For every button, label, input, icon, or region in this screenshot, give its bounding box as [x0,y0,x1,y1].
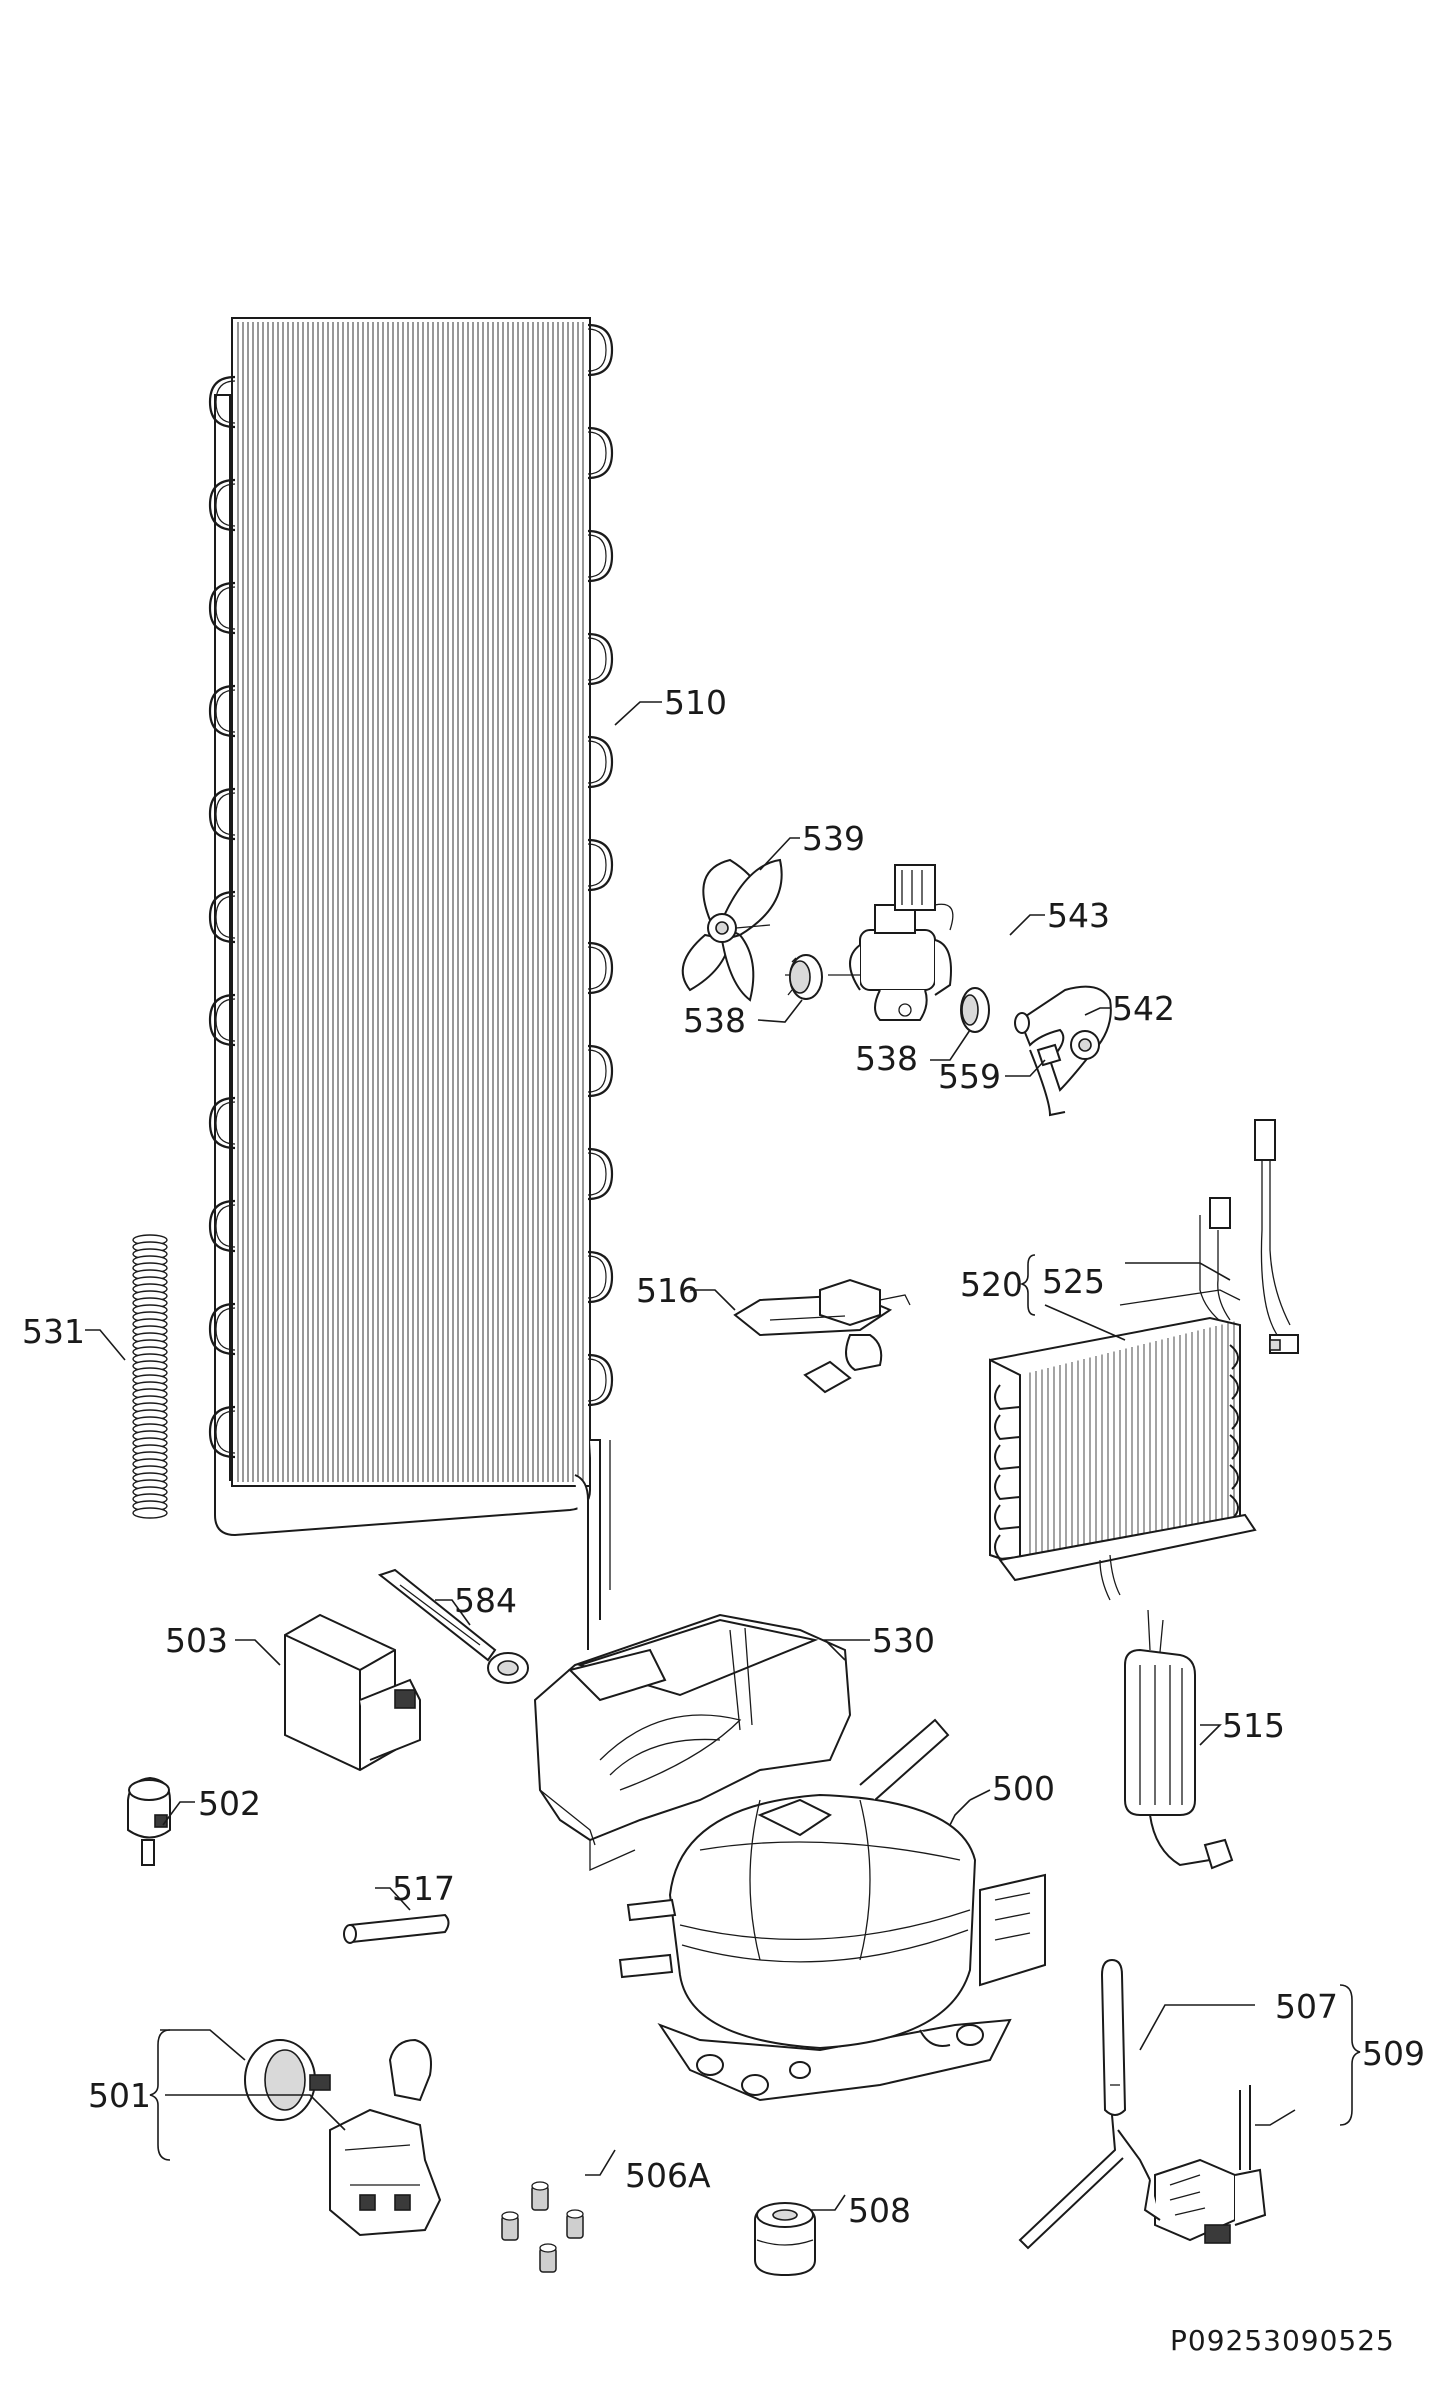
solenoid-valve-509 [1143,2085,1267,2244]
label-506a: 506A [625,2156,711,2195]
label-516: 516 [636,1271,699,1310]
label-507: 507 [1275,1987,1338,2026]
clip-559 [1036,1043,1062,1067]
label-501: 501 [88,2076,151,2115]
spring-hose-531 [132,1234,168,1519]
diagram-code: P09253090525 [1170,2324,1395,2357]
label-530: 530 [872,1621,935,1660]
relay-cover-503 [284,1613,421,1772]
evaporator-520 [989,1289,1257,1601]
label-542: 542 [1112,989,1175,1028]
leader-lines [85,701,1296,2211]
connector-tube-517 [343,1913,450,1944]
label-538-right: 538 [855,1039,918,1078]
label-502: 502 [198,1784,261,1823]
drain-tool-584 [377,1568,529,1684]
nut-538-left [785,954,823,1000]
label-515: 515 [1222,1706,1285,1745]
wiring-harness [1199,1119,1299,1354]
label-503: 503 [165,1621,228,1660]
grommet-508 [754,2202,816,2277]
filter-drier-507 [1018,1958,1151,2250]
condenser-510 [208,317,614,1650]
label-520: 520 [960,1265,1023,1304]
relay-502 [127,1776,171,1866]
label-539: 539 [802,819,865,858]
label-538-left: 538 [683,1001,746,1040]
defrost-heater-515 [1124,1609,1234,1870]
compressor-500 [618,1718,1046,2102]
starter-relay-501 [244,2038,442,2237]
label-510: 510 [664,683,727,722]
label-500: 500 [992,1769,1055,1808]
label-509: 509 [1362,2034,1425,2073]
sensor-holder-516 [733,1278,911,1394]
drip-tray-530 [533,1613,852,1872]
nut-538-right [960,987,990,1033]
label-559: 559 [938,1057,1001,1096]
label-584: 584 [454,1581,517,1620]
fan-blade-539 [681,858,783,1002]
label-531: 531 [22,1312,85,1351]
group-braces [149,1254,1361,2161]
fan-motor-543 [828,864,954,1021]
bracket-542 [1014,985,1112,1117]
label-508: 508 [848,2191,911,2230]
label-517: 517 [392,1869,455,1908]
label-543: 543 [1047,896,1110,935]
rubber-feet-506a [501,2181,584,2273]
label-525: 525 [1042,1262,1105,1301]
part-labels: 510 539 543 542 538 538 559 520 525 516 … [22,683,1425,2230]
